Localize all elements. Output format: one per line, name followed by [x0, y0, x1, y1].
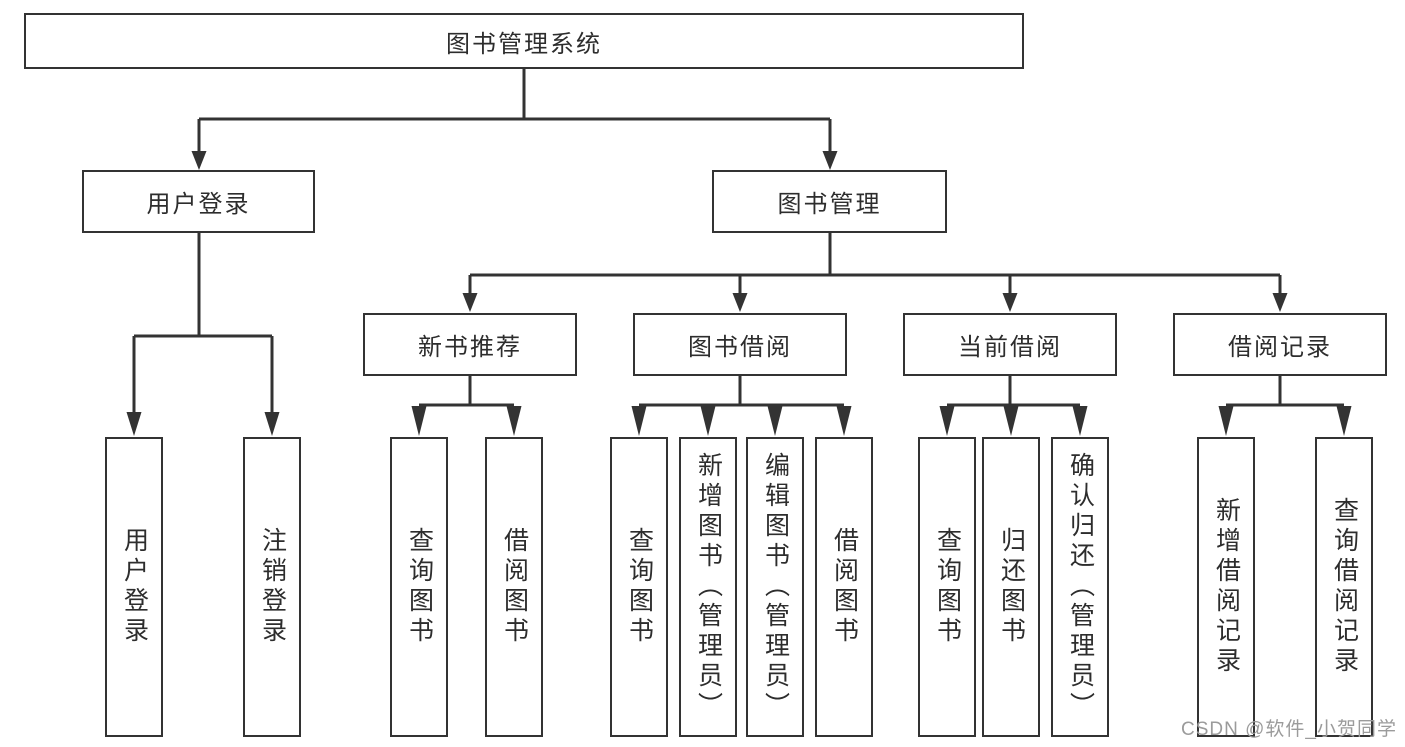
leaf-query-books-recommend-label: 查询图书	[405, 527, 434, 647]
leaf-borrow-books-recommend: 借阅图书	[485, 437, 543, 737]
leaf-borrow-books-label: 借阅图书	[830, 527, 859, 647]
arrow-down-icon	[1218, 406, 1234, 436]
leaf-add-books-admin-label: 新增图书（管理员）	[694, 452, 723, 722]
leaf-borrow-books: 借阅图书	[815, 437, 873, 737]
node-user-login-label: 用户登录	[146, 191, 251, 218]
leaf-query-borrow-record: 查询借阅记录	[1315, 437, 1373, 737]
node-book-management-label: 图书管理	[777, 191, 882, 218]
leaf-user-login-label: 用户登录	[120, 527, 149, 647]
arrow-down-icon	[1072, 406, 1088, 436]
leaf-query-books-current-label: 查询图书	[933, 527, 962, 647]
connector-lines	[132, 69, 1344, 414]
leaf-query-borrow-record-label: 查询借阅记录	[1330, 497, 1359, 677]
arrow-down-icon	[506, 406, 522, 436]
arrow-down-icon	[732, 293, 748, 312]
node-user-login: 用户登录	[82, 170, 315, 233]
leaf-add-borrow-record: 新增借阅记录	[1197, 437, 1255, 737]
arrow-down-icon	[1002, 293, 1018, 312]
arrow-down-icon	[264, 412, 280, 436]
node-new-book-recommend: 新书推荐	[363, 313, 577, 376]
leaf-query-books-recommend: 查询图书	[390, 437, 448, 737]
arrow-down-icon	[822, 151, 838, 170]
arrow-down-icon	[939, 406, 955, 436]
node-current-borrowing-label: 当前借阅	[958, 334, 1062, 361]
arrow-down-icon	[631, 406, 647, 436]
node-root-label: 图书管理系统	[446, 30, 602, 58]
node-book-management: 图书管理	[712, 170, 947, 233]
node-current-borrowing: 当前借阅	[903, 313, 1117, 376]
leaf-query-books-borrow-label: 查询图书	[625, 527, 654, 647]
node-borrowing-records: 借阅记录	[1173, 313, 1387, 376]
arrow-down-icon	[1003, 406, 1019, 436]
leaf-add-borrow-record-label: 新增借阅记录	[1212, 497, 1241, 677]
arrowheads	[126, 151, 1352, 436]
arrow-down-icon	[126, 412, 142, 436]
node-borrowing-records-label: 借阅记录	[1228, 334, 1332, 361]
leaf-logout: 注销登录	[243, 437, 301, 737]
arrow-down-icon	[700, 406, 716, 436]
node-book-borrowing-label: 图书借阅	[688, 334, 792, 361]
node-new-book-recommend-label: 新书推荐	[418, 334, 522, 361]
arrow-down-icon	[836, 406, 852, 436]
leaf-user-login: 用户登录	[105, 437, 163, 737]
node-book-borrowing: 图书借阅	[633, 313, 847, 376]
arrow-down-icon	[462, 293, 478, 312]
arrow-down-icon	[411, 406, 427, 436]
watermark: CSDN @软件_小贺同学	[1181, 719, 1397, 740]
node-root: 图书管理系统	[24, 13, 1024, 69]
leaf-return-books-label: 归还图书	[997, 527, 1026, 647]
leaf-confirm-return-admin: 确认归还（管理员）	[1051, 437, 1109, 737]
leaf-confirm-return-admin-label: 确认归还（管理员）	[1066, 452, 1095, 722]
leaf-query-books-borrow: 查询图书	[610, 437, 668, 737]
leaf-query-books-current: 查询图书	[918, 437, 976, 737]
arrow-down-icon	[767, 406, 783, 436]
leaf-add-books-admin: 新增图书（管理员）	[679, 437, 737, 737]
leaf-edit-books-admin: 编辑图书（管理员）	[746, 437, 804, 737]
leaf-logout-label: 注销登录	[258, 527, 287, 647]
leaf-return-books: 归还图书	[982, 437, 1040, 737]
arrow-down-icon	[1272, 293, 1288, 312]
arrow-down-icon	[1336, 406, 1352, 436]
leaf-edit-books-admin-label: 编辑图书（管理员）	[761, 452, 790, 722]
arrow-down-icon	[191, 151, 207, 170]
leaf-borrow-books-recommend-label: 借阅图书	[500, 527, 529, 647]
